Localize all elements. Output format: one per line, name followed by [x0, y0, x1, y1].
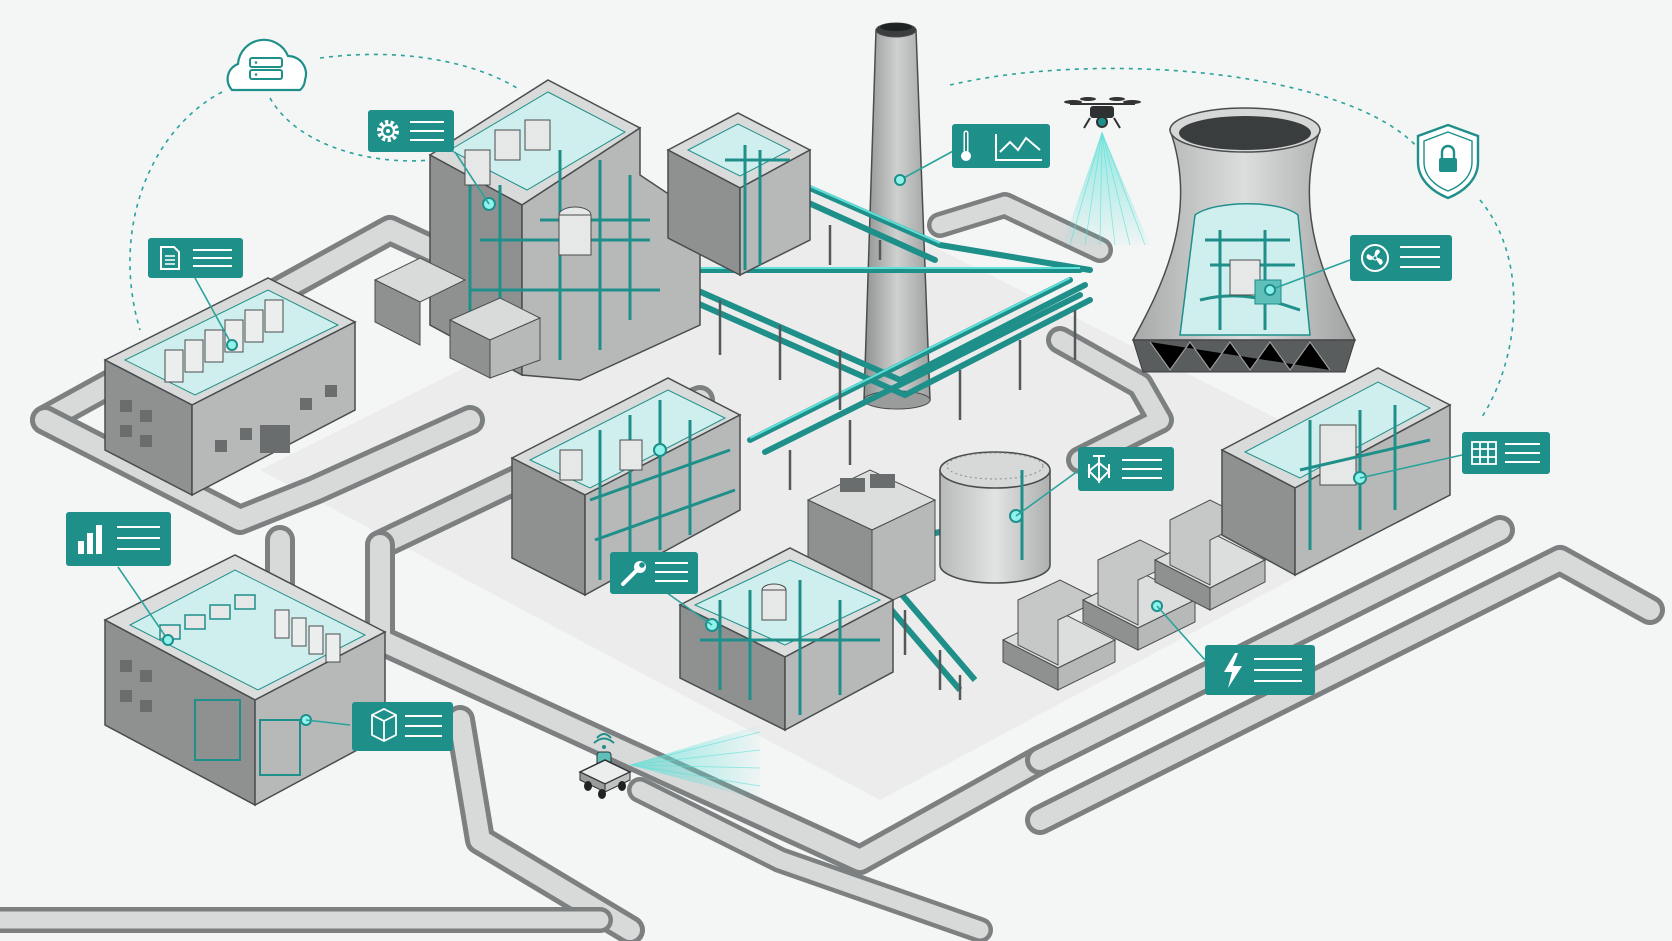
callout-power[interactable] — [1205, 645, 1315, 695]
transformer-bank — [1001, 499, 1267, 691]
generator-building — [1220, 367, 1452, 577]
callout-analytics[interactable] — [66, 512, 171, 566]
line-chart-icon — [995, 134, 1042, 161]
callout-document[interactable] — [148, 238, 243, 278]
callout-inventory[interactable] — [352, 702, 453, 751]
process-building-center — [510, 377, 742, 597]
fan-icon — [1361, 244, 1389, 272]
pump-station-building — [678, 547, 895, 732]
robot-rover-icon — [578, 733, 632, 799]
wrench-icon — [621, 561, 646, 586]
document-icon — [160, 246, 180, 270]
robot-scan-beam — [629, 725, 761, 800]
drone-scan-beam — [1062, 131, 1150, 246]
callout-connectors — [117, 149, 1463, 726]
connector-dots — [162, 174, 1276, 646]
auxiliary-building — [666, 112, 812, 277]
main-process-building — [373, 79, 701, 381]
cooling-tower — [1131, 107, 1357, 373]
switchgear-building — [103, 277, 357, 497]
control-room-building — [103, 554, 387, 807]
valve-icon — [1087, 455, 1111, 484]
shield-lock-icon[interactable] — [1416, 123, 1480, 200]
callout-fan[interactable] — [1350, 235, 1452, 281]
storage-tank — [939, 451, 1051, 584]
callout-valve[interactable] — [1078, 447, 1174, 491]
smokestack — [863, 22, 931, 410]
callout-module[interactable] — [1462, 432, 1550, 474]
callout-settings[interactable] — [368, 110, 454, 152]
pipe-rack-main — [682, 172, 1093, 490]
network-links — [129, 53, 1515, 421]
grid-module-icon — [1471, 441, 1497, 465]
thermometer-icon — [961, 130, 971, 161]
cloud-server-icon[interactable] — [226, 38, 308, 92]
callout-temperature[interactable] — [952, 124, 1050, 168]
lightning-icon — [1224, 653, 1242, 688]
box-icon — [371, 707, 397, 743]
drone-icon — [1064, 97, 1141, 129]
callout-maintenance[interactable] — [610, 552, 698, 594]
gear-icon — [377, 120, 399, 142]
bar-chart-icon — [78, 525, 102, 554]
